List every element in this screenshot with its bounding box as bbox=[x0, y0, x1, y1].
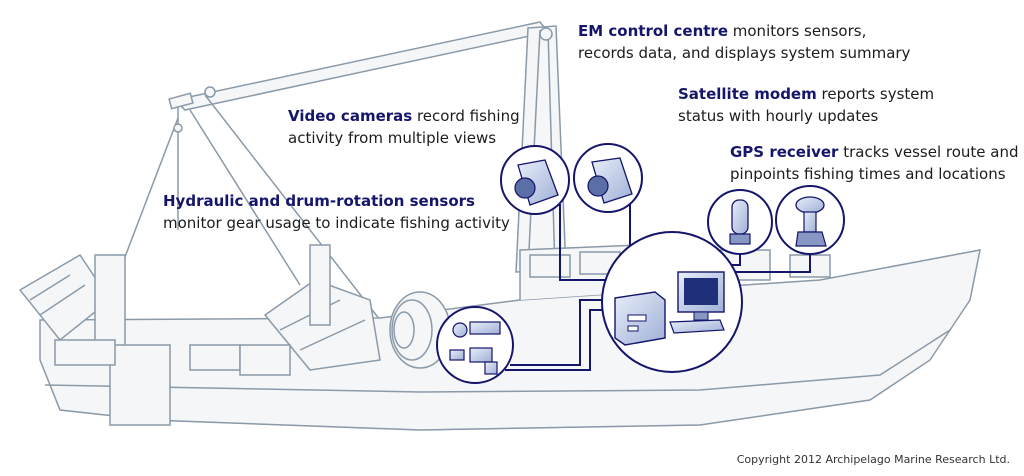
callout-title: Satellite modem bbox=[678, 85, 817, 103]
sensor-bubble bbox=[436, 306, 514, 384]
callout-text: status with hourly updates bbox=[678, 107, 879, 125]
callout-text: reports system bbox=[816, 85, 935, 103]
camera-2 bbox=[573, 143, 643, 213]
em-control-centre bbox=[601, 231, 743, 373]
copyright-notice: Copyright 2012 Archipelago Marine Resear… bbox=[736, 453, 1010, 466]
callout-satellite-modem: Satellite modem reports system status wi… bbox=[678, 83, 934, 127]
callout-title: Video cameras bbox=[288, 107, 413, 125]
net-drum bbox=[389, 291, 451, 369]
boom-rigging bbox=[119, 21, 550, 321]
callout-title: Hydraulic and drum-rotation sensors bbox=[163, 192, 475, 210]
callout-text: tracks vessel route and bbox=[838, 143, 1019, 161]
callout-gps-receiver: GPS receiver tracks vessel route and pin… bbox=[730, 141, 1019, 185]
callout-text: monitor gear usage to indicate fishing a… bbox=[163, 214, 510, 232]
callout-video-cameras: Video cameras record fishing activity fr… bbox=[288, 105, 520, 149]
callout-title: GPS receiver bbox=[730, 143, 839, 161]
trawl-doors bbox=[18, 244, 381, 426]
callout-title: EM control centre bbox=[578, 22, 728, 40]
gps-receiver bbox=[775, 185, 845, 255]
callout-hydraulic-sensors: Hydraulic and drum-rotation sensors moni… bbox=[163, 190, 510, 234]
callout-text: record fishing bbox=[412, 107, 520, 125]
callout-text: pinpoints fishing times and locations bbox=[730, 165, 1006, 183]
callout-text: activity from multiple views bbox=[288, 129, 497, 147]
callout-text: monitors sensors, bbox=[728, 22, 867, 40]
satellite-modem bbox=[707, 189, 773, 255]
camera-1 bbox=[500, 145, 570, 215]
callout-em-control-centre: EM control centre monitors sensors, reco… bbox=[578, 20, 910, 64]
callout-text: records data, and displays system summar… bbox=[578, 44, 911, 62]
